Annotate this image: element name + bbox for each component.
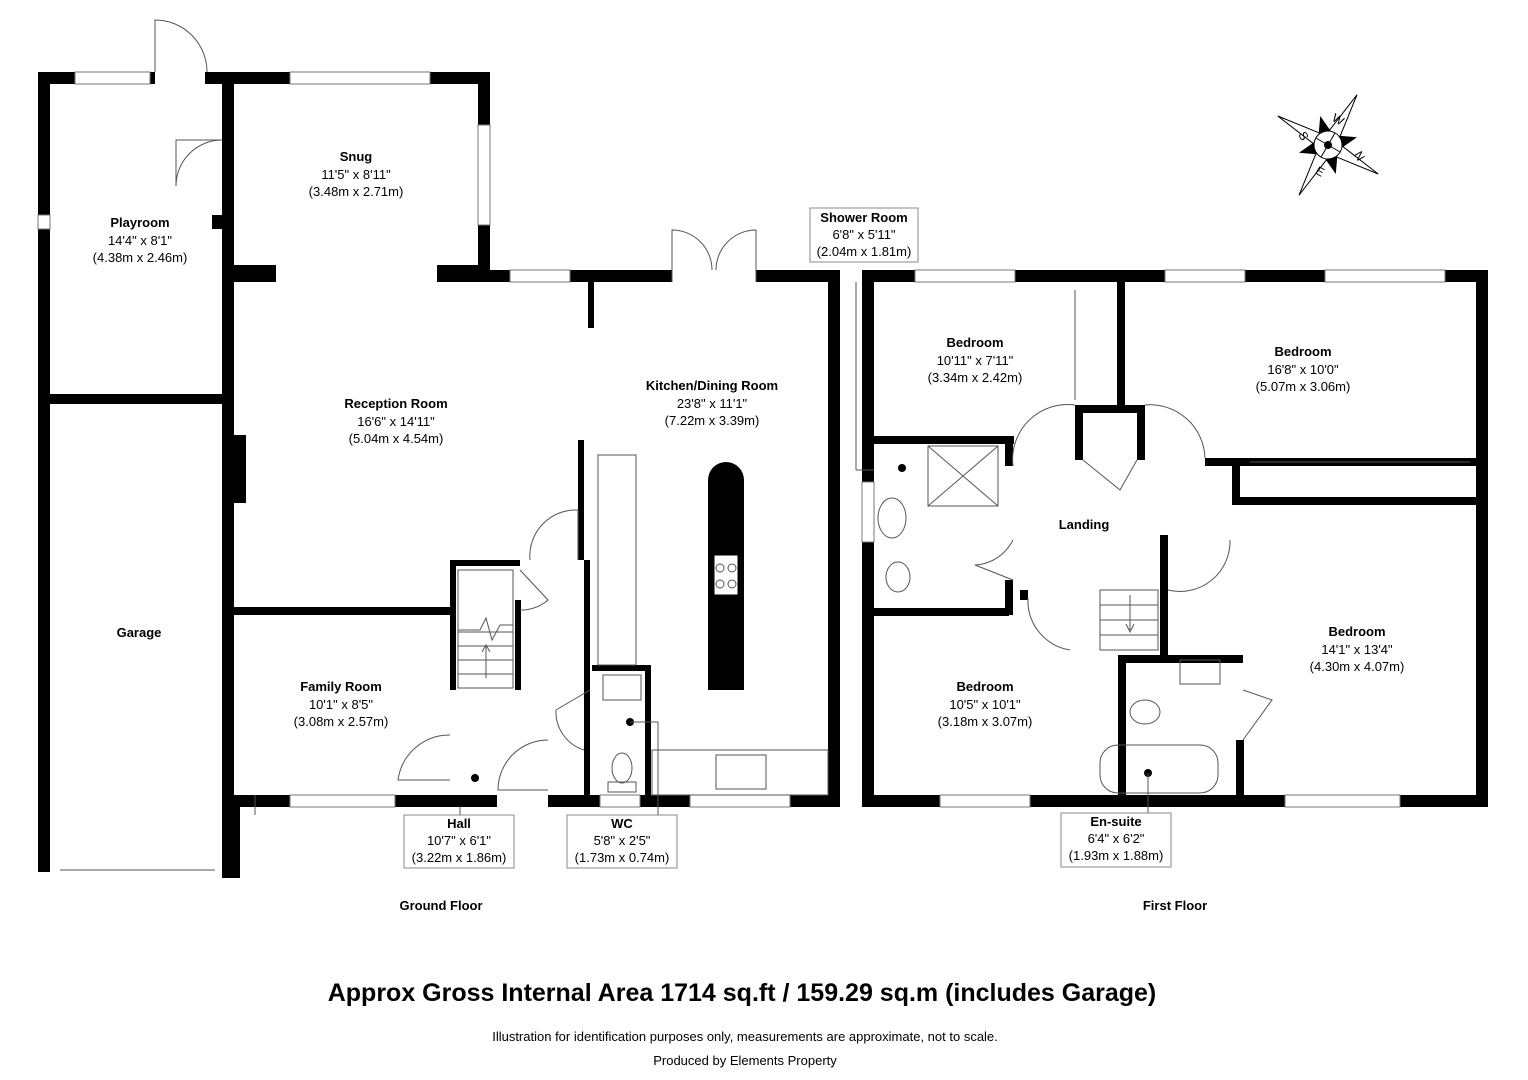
room-labels: Playroom 14'4" x 8'1" (4.38m x 2.46m) Sn… (93, 149, 1405, 1068)
svg-text:Shower Room: Shower Room (820, 210, 907, 225)
ground-floor-walls (37, 19, 840, 878)
svg-text:Hall: Hall (447, 816, 471, 831)
svg-text:16'8" x 10'0": 16'8" x 10'0" (1267, 362, 1339, 377)
svg-text:10'11" x 7'11": 10'11" x 7'11" (937, 353, 1014, 368)
svg-text:(4.30m x 4.07m): (4.30m x 4.07m) (1310, 659, 1405, 674)
svg-text:23'8" x 11'1": 23'8" x 11'1" (677, 396, 748, 411)
room-label-snug: Snug 11'5" x 8'11" (3.48m x 2.71m) (309, 149, 404, 199)
svg-text:(5.04m x 4.54m): (5.04m x 4.54m) (349, 431, 444, 446)
sink-icon (715, 754, 767, 790)
svg-text:Bedroom: Bedroom (956, 679, 1013, 694)
svg-text:10'7" x 6'1": 10'7" x 6'1" (427, 833, 491, 848)
svg-text:6'8" x 5'11": 6'8" x 5'11" (832, 227, 895, 242)
room-label-landing: Landing (1059, 517, 1110, 532)
disclaimer: Illustration for identification purposes… (492, 1029, 998, 1044)
svg-text:14'4" x 8'1": 14'4" x 8'1" (108, 233, 172, 248)
staircase-ground (457, 569, 514, 689)
staircase-first (1099, 589, 1159, 651)
svg-text:(1.93m x 1.88m): (1.93m x 1.88m) (1069, 848, 1164, 863)
room-label-shower: Shower Room 6'8" x 5'11" (2.04m x 1.81m) (809, 207, 919, 263)
svg-text:WC: WC (611, 816, 633, 831)
compass-rose-icon (1277, 94, 1379, 196)
svg-text:Family Room: Family Room (300, 679, 382, 694)
svg-text:En-suite: En-suite (1090, 814, 1141, 829)
svg-text:14'1" x 13'4": 14'1" x 13'4" (1321, 642, 1393, 657)
room-label-bedroom-4: Bedroom 10'5" x 10'1" (3.18m x 3.07m) (938, 679, 1033, 729)
svg-text:Kitchen/Dining Room: Kitchen/Dining Room (646, 378, 778, 393)
floor-label-first: First Floor (1143, 898, 1207, 913)
gross-area: Approx Gross Internal Area 1714 sq.ft / … (328, 979, 1157, 1007)
svg-text:Bedroom: Bedroom (946, 335, 1003, 350)
svg-text:(2.04m x 1.81m): (2.04m x 1.81m) (817, 244, 912, 259)
first-floor-walls (855, 269, 1488, 815)
svg-text:11'5" x 8'11": 11'5" x 8'11" (321, 167, 391, 182)
producer: Produced by Elements Property (653, 1053, 837, 1068)
room-label-bedroom-1: Bedroom 10'11" x 7'11" (3.34m x 2.42m) (928, 335, 1023, 385)
room-label-ensuite: En-suite 6'4" x 6'2" (1.93m x 1.88m) (1060, 812, 1172, 868)
svg-text:16'6" x 14'11": 16'6" x 14'11" (357, 414, 435, 429)
svg-text:(1.73m x 0.74m): (1.73m x 0.74m) (575, 850, 670, 865)
svg-text:(3.48m x 2.71m): (3.48m x 2.71m) (309, 184, 404, 199)
svg-text:Bedroom: Bedroom (1328, 624, 1385, 639)
room-label-wc: WC 5'8" x 2'5" (1.73m x 0.74m) (566, 814, 678, 869)
svg-text:Playroom: Playroom (110, 215, 169, 230)
hob-icon (713, 554, 739, 596)
svg-text:(3.34m x 2.42m): (3.34m x 2.42m) (928, 370, 1023, 385)
room-label-reception: Reception Room 16'6" x 14'11" (5.04m x 4… (344, 396, 447, 446)
svg-text:Reception Room: Reception Room (344, 396, 447, 411)
room-label-kitchen: Kitchen/Dining Room 23'8" x 11'1" (7.22m… (646, 378, 778, 428)
room-label-garage: Garage (117, 625, 162, 640)
room-label-hall: Hall 10'7" x 6'1" (3.22m x 1.86m) (403, 814, 515, 869)
svg-text:(3.18m x 3.07m): (3.18m x 3.07m) (938, 714, 1033, 729)
room-label-playroom: Playroom 14'4" x 8'1" (4.38m x 2.46m) (93, 215, 188, 265)
svg-text:Snug: Snug (340, 149, 373, 164)
floor-label-ground: Ground Floor (399, 898, 482, 913)
svg-text:(3.08m x 2.57m): (3.08m x 2.57m) (294, 714, 389, 729)
svg-text:(3.22m x 1.86m): (3.22m x 1.86m) (412, 850, 507, 865)
room-label-family: Family Room 10'1" x 8'5" (3.08m x 2.57m) (294, 679, 389, 729)
svg-text:Bedroom: Bedroom (1274, 344, 1331, 359)
svg-text:5'8" x 2'5": 5'8" x 2'5" (594, 833, 651, 848)
svg-text:(5.07m x 3.06m): (5.07m x 3.06m) (1256, 379, 1351, 394)
svg-text:10'5" x 10'1": 10'5" x 10'1" (949, 697, 1021, 712)
room-label-bedroom-2: Bedroom 16'8" x 10'0" (5.07m x 3.06m) (1256, 344, 1351, 394)
svg-text:6'4" x 6'2": 6'4" x 6'2" (1088, 831, 1145, 846)
svg-text:(7.22m x 3.39m): (7.22m x 3.39m) (665, 413, 760, 428)
svg-text:(4.38m x 2.46m): (4.38m x 2.46m) (93, 250, 188, 265)
room-label-bedroom-3: Bedroom 14'1" x 13'4" (4.30m x 4.07m) (1310, 624, 1405, 674)
svg-text:10'1" x 8'5": 10'1" x 8'5" (309, 697, 373, 712)
